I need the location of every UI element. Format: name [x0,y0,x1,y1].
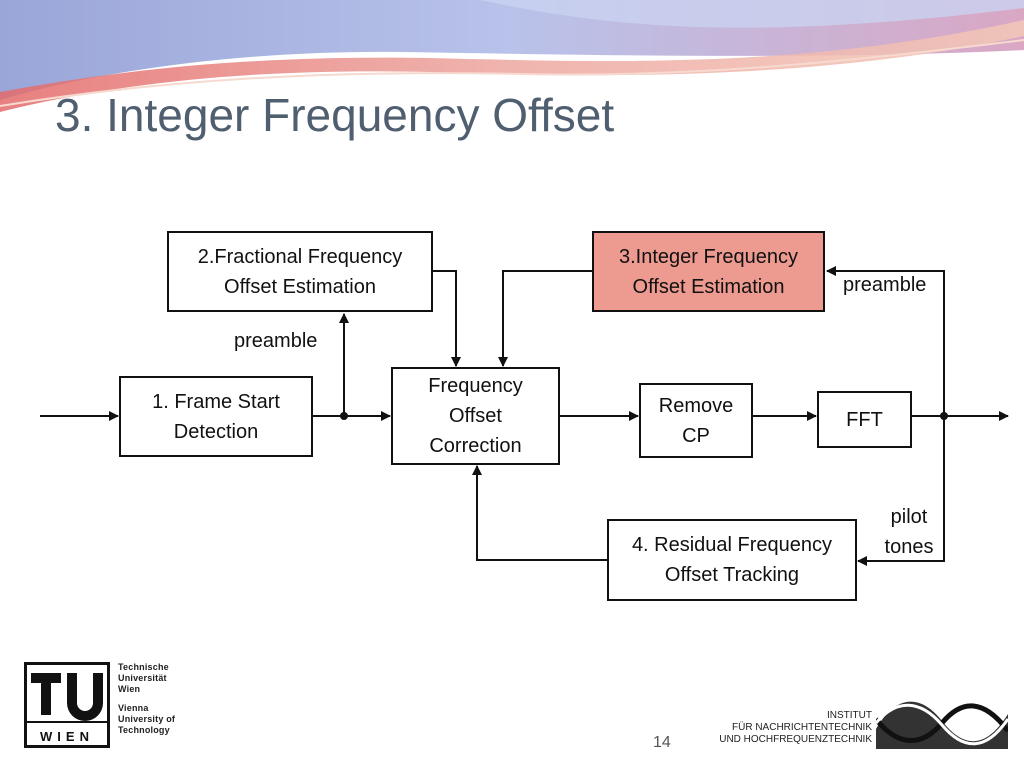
pilot-feedback-arrow [857,416,945,566]
box-line: Offset Estimation [632,275,785,298]
institute-name: INSTITUT FÜR NACHRICHTENTECHNIK UND HOCH… [719,710,872,746]
box-line: Remove [658,394,734,417]
preamble-label-right: preamble [843,274,927,296]
svg-text:WIEN: WIEN [40,729,94,744]
header-banner [0,0,1024,112]
fft-box: FFT [817,391,912,448]
institute-line: UND HOCHFREQUENZTECHNIK [719,734,872,745]
preamble-label-left: preamble [234,330,318,352]
fractional-to-correction-arrow [432,270,461,367]
box-line: Offset [449,405,502,427]
tu-line: Technische [118,662,169,672]
tu-wien-wordmark: Technische Universität Wien Vienna Unive… [118,662,175,736]
tu-line: Universität [118,673,167,683]
box-line: Correction [429,435,522,457]
box-line: 4. Residual Frequency [631,534,833,556]
integer-to-correction-arrow [498,270,593,367]
tu-wien-logo: WIEN [24,662,110,748]
preamble-feedback-arrow [826,266,945,416]
box-line: Offset Tracking [664,564,800,586]
box-line: Offset Estimation [224,275,376,298]
junction-dot-left [340,412,348,420]
residual-to-correction-arrow [472,465,608,561]
tu-line: Wien [118,684,141,694]
box-line: Frequency [428,375,523,397]
box-line: 1. Frame Start [152,390,280,413]
pilot-tones-label: pilot tones [878,502,940,562]
tu-wien-logo-mark: WIEN [27,673,107,744]
institute-wave-logo [876,699,1008,749]
page-number: 14 [653,734,671,751]
institute-line: FÜR NACHRICHTENTECHNIK [732,722,872,733]
box-line: 2.Fractional Frequency [197,245,403,268]
box-line: Detection [173,420,259,443]
tu-line: University of [118,714,176,724]
label-line: pilot [890,506,928,528]
box-line: 3.Integer Frequency [619,245,798,268]
junction-dot-right [940,412,948,420]
box-line: CP [682,424,710,447]
box-line: FFT [846,408,883,431]
label-line: tones [884,536,934,558]
tu-line: Technology [118,725,170,735]
tu-line: Vienna [118,703,149,713]
slide-title: 3. Integer Frequency Offset [55,89,615,141]
institute-line: INSTITUT [827,710,872,721]
